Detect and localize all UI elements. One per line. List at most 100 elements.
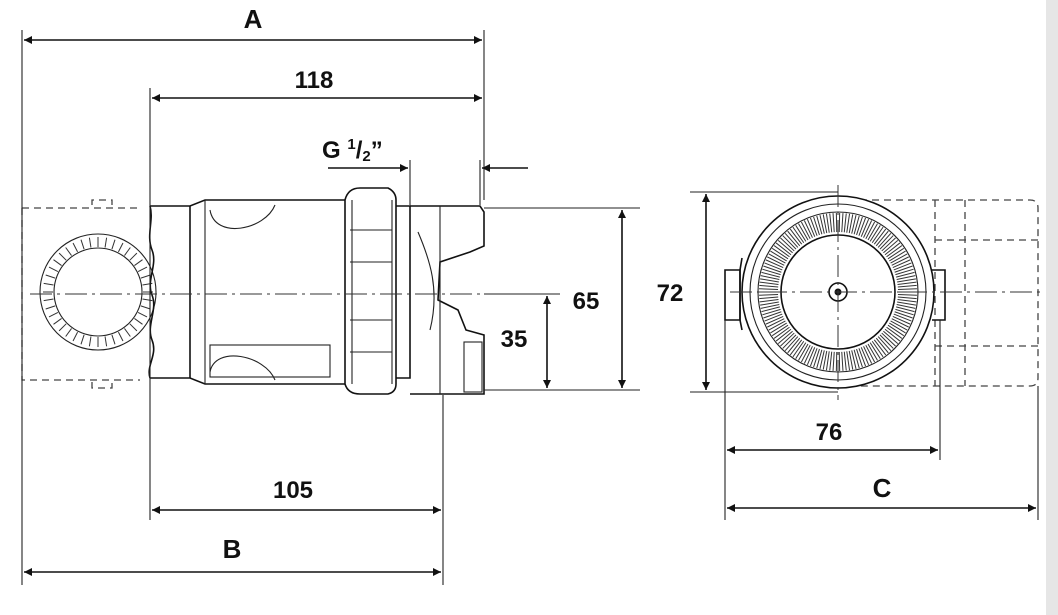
tooth-mark	[841, 213, 844, 233]
tooth-mark	[764, 262, 783, 271]
tooth-mark	[877, 336, 892, 352]
tooth-mark	[806, 218, 816, 237]
tooth-mark	[897, 299, 917, 303]
tooth-mark	[846, 351, 851, 371]
tooth-mark	[53, 318, 62, 325]
tooth-mark	[773, 245, 790, 258]
tooth-mark	[896, 275, 916, 281]
tooth-mark	[763, 265, 782, 273]
tooth-mark	[80, 239, 85, 250]
tooth-mark	[813, 216, 820, 236]
tooth-mark	[129, 252, 138, 261]
thread-den: 2	[362, 148, 370, 165]
tooth-mark	[88, 336, 92, 347]
tooth-mark	[798, 343, 809, 361]
tooth-mark	[792, 340, 805, 358]
tooth-mark	[765, 315, 784, 325]
tooth-mark	[58, 252, 67, 261]
tooth-mark	[875, 337, 889, 354]
tooth-mark	[897, 294, 917, 296]
tooth-mark	[58, 323, 67, 332]
tooth-mark	[759, 288, 779, 290]
tooth-mark	[142, 298, 153, 302]
label-c: C	[873, 473, 892, 503]
tooth-mark	[787, 230, 801, 247]
tooth-mark	[887, 324, 905, 337]
tooth-mark	[848, 214, 854, 234]
tooth-mark	[863, 220, 873, 238]
tooth-mark	[886, 326, 903, 339]
tooth-mark	[897, 278, 916, 283]
tooth-mark	[879, 235, 894, 250]
tooth-mark	[782, 235, 797, 250]
thread-g: G	[322, 137, 347, 164]
tooth-mark	[45, 274, 56, 279]
label-a: A	[244, 4, 263, 34]
tooth-mark	[771, 324, 789, 337]
tooth-mark	[763, 311, 782, 319]
tooth-mark	[777, 330, 793, 344]
tooth-mark	[822, 350, 828, 370]
tooth-mark	[894, 265, 913, 273]
tooth-mark	[856, 216, 863, 236]
tooth-mark	[800, 344, 811, 363]
tooth-mark	[853, 349, 860, 369]
tooth-mark	[768, 253, 786, 264]
tooth-mark	[775, 242, 792, 256]
tooth-mark	[822, 214, 828, 234]
tooth-mark	[883, 330, 899, 344]
tooth-mark	[784, 336, 799, 352]
tooth-mark	[759, 296, 779, 300]
label-b: B	[223, 534, 242, 564]
tooth-mark	[767, 318, 785, 328]
tooth-mark	[777, 240, 793, 254]
tooth-mark	[795, 225, 807, 242]
tooth-mark	[72, 331, 79, 342]
tooth-mark	[760, 275, 780, 281]
tooth-mark	[893, 262, 912, 271]
tooth-mark	[765, 259, 784, 269]
tooth-mark	[65, 328, 72, 337]
tooth-mark	[858, 217, 867, 236]
tooth-mark	[760, 301, 779, 306]
tooth-mark	[865, 344, 876, 363]
tooth-mark	[843, 213, 847, 233]
tooth-mark	[782, 334, 797, 349]
tooth-mark	[877, 232, 892, 248]
thread-slash: /	[356, 137, 363, 164]
tooth-mark	[65, 247, 72, 256]
tooth-mark	[869, 342, 881, 359]
tooth-mark	[858, 348, 867, 367]
label-thread: G 1/2”	[322, 136, 383, 165]
tooth-mark	[881, 332, 896, 347]
tooth-mark	[879, 334, 894, 349]
tooth-mark	[789, 228, 803, 245]
tooth-mark	[871, 340, 884, 358]
tooth-mark	[759, 281, 779, 285]
tooth-mark	[825, 351, 830, 371]
tooth-mark	[892, 259, 911, 269]
tooth-mark	[48, 311, 59, 318]
tooth-mark	[104, 336, 108, 347]
tooth-mark	[813, 348, 820, 368]
tooth-mark	[761, 271, 781, 278]
label-72: 72	[657, 280, 684, 307]
tooth-mark	[117, 242, 124, 253]
tooth-mark	[863, 346, 873, 364]
tooth-mark	[883, 240, 899, 254]
tooth-mark	[762, 268, 781, 276]
tooth-mark	[853, 215, 860, 235]
tooth-mark	[895, 268, 914, 276]
tooth-mark	[809, 348, 818, 367]
tooth-mark	[140, 305, 151, 310]
tooth-mark	[881, 237, 896, 252]
tooth-mark	[865, 221, 876, 240]
tooth-mark	[851, 350, 857, 370]
tooth-mark	[895, 306, 915, 313]
tooth-mark	[843, 351, 847, 371]
tooth-mark	[48, 266, 59, 273]
tooth-mark	[780, 237, 795, 252]
tooth-mark	[819, 214, 825, 234]
scrollbar-track[interactable]	[1046, 0, 1058, 615]
tooth-mark	[759, 294, 779, 296]
